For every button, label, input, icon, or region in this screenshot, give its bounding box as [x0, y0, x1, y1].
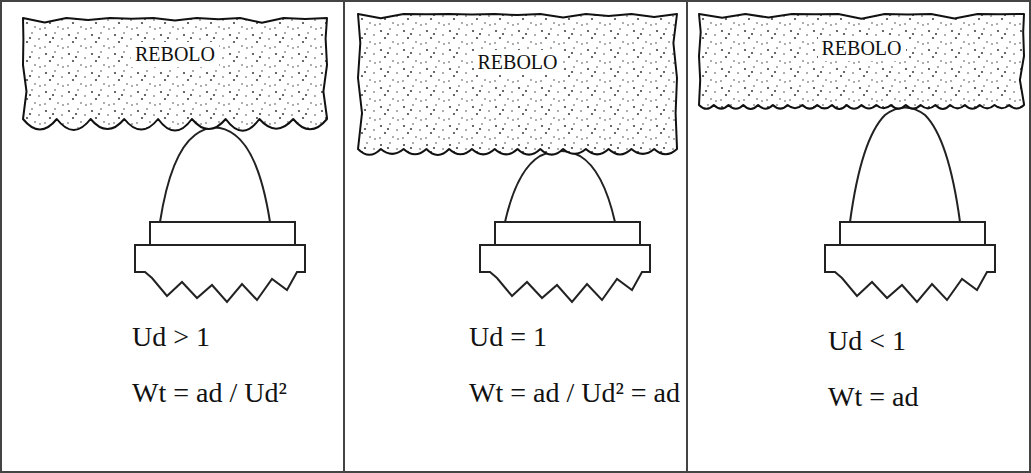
grinding-wheel: REBOLO — [355, 8, 680, 158]
ratio-condition: Ud > 1 — [132, 320, 287, 354]
diamond-dresser — [825, 108, 995, 303]
wheel-label: REBOLO — [818, 36, 906, 61]
grinding-wheel-outline — [355, 8, 680, 158]
wheel-label: REBOLO — [474, 50, 562, 75]
wheel-label: REBOLO — [131, 42, 219, 67]
ratio-condition: Ud < 1 — [828, 324, 918, 358]
diamond-dresser — [480, 151, 650, 302]
ratio-condition: Ud = 1 — [469, 320, 680, 354]
formula: Wt = ad — [828, 380, 918, 414]
diamond-dresser — [135, 128, 305, 303]
formula: Wt = ad / Ud² = ad — [469, 376, 680, 410]
panel-cell: Ud = 1 Wt = ad / Ud² = ad REBOLO — [343, 0, 688, 473]
grinding-wheel-outline — [20, 12, 330, 134]
grinding-wheel: REBOLO — [696, 8, 1027, 112]
grinding-wheel: REBOLO — [20, 12, 330, 134]
panel-cell: Ud > 1 Wt = ad / Ud² REBOLO — [0, 0, 345, 473]
formula: Wt = ad / Ud² — [132, 376, 287, 410]
panel-cell: Ud < 1 Wt = ad REBOLO — [686, 0, 1031, 473]
